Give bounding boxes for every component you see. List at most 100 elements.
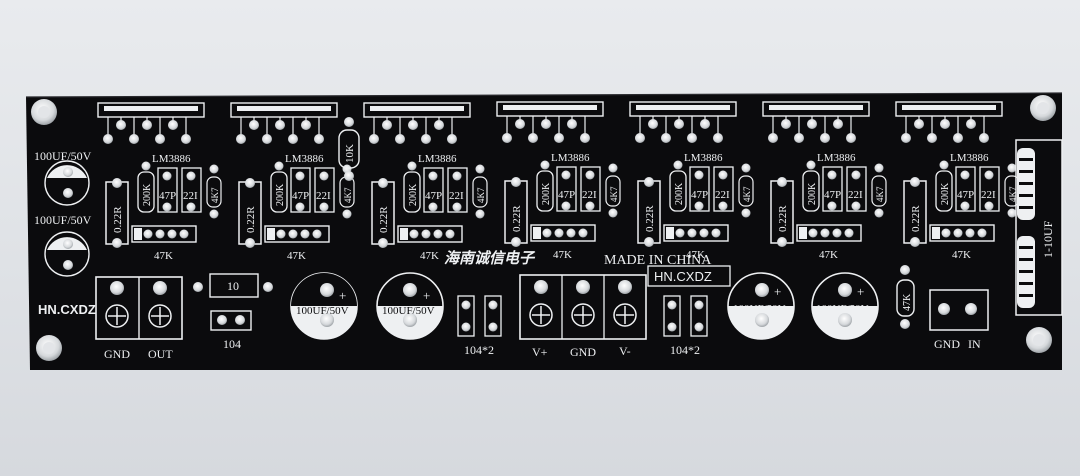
trimmer-outline (796, 224, 862, 242)
ic-tab (370, 106, 464, 111)
gain-resistor-label: 22I (981, 189, 996, 201)
output-terminal (95, 276, 183, 340)
trimmer-outline (264, 225, 330, 243)
trimmer-outline (530, 224, 596, 242)
left-cap-2: 100UF/50V (34, 213, 92, 277)
ic-label: LM3886 (684, 152, 723, 164)
bulk-cap-3: + 100UF/50V (727, 272, 795, 340)
comp-cap-pad (960, 201, 970, 211)
made-in-china-label: MADE IN CHINA (604, 253, 712, 268)
input-resistor: 47K (896, 265, 915, 329)
ic-pin-pad (288, 134, 298, 144)
ic-pin-pad (155, 134, 165, 144)
gain-resistor-label: 22I (183, 190, 198, 202)
bulk-cap-2: + 100UF/50V (376, 272, 444, 340)
ic-pin-pad (369, 134, 379, 144)
mounting-hole (31, 99, 57, 125)
ic-pin-pad (979, 133, 989, 143)
comp-cap-outline (689, 166, 710, 212)
feedback-resistor-pad (274, 161, 284, 171)
power-resistor-pad (644, 237, 654, 247)
side-resistor-label: 4K7 (1008, 186, 1018, 202)
ic-pin-pad (142, 120, 152, 130)
trimmer-pad (167, 229, 177, 239)
ic-outline (97, 102, 205, 118)
gain-resistor-label: 22I (316, 190, 331, 202)
trimmer-pad (312, 229, 322, 239)
side-resistor-pad (608, 208, 618, 218)
trimmer-outline (929, 224, 995, 242)
ic-pin-pad (181, 134, 191, 144)
ic-outline (230, 102, 338, 118)
power-terminal (519, 274, 647, 340)
feedback-resistor-label: 200K (142, 183, 153, 206)
trimmer-label: 47K (686, 249, 705, 261)
power-resistor-label: 0.22R (777, 205, 789, 232)
trimmer-label: 47K (553, 249, 572, 261)
trimmer-pad (578, 228, 588, 238)
bulk-cap-4-plus: + (857, 284, 864, 299)
feedback-resistor-outline (669, 170, 687, 212)
left-cap-1-label: 100UF/50V (34, 149, 92, 163)
comp-cap-pad (295, 171, 305, 181)
comp-cap-label: 47P (558, 189, 575, 201)
power-resistor-label: 0.22R (378, 206, 390, 233)
power-resistor-pad (777, 237, 787, 247)
trimmer-pad (808, 228, 818, 238)
ic-pin-pad (103, 134, 113, 144)
side-resistor-label: 4K7 (609, 186, 619, 202)
side-resistor-outline (871, 175, 887, 207)
comp-cap-label: 47P (824, 189, 841, 201)
right-film-cap-label: 1-10UF (1041, 220, 1055, 258)
ic-label: LM3886 (551, 152, 590, 164)
trimmer-pad (155, 229, 165, 239)
ic-pin-pad (301, 120, 311, 130)
ic-pin-pad (502, 133, 512, 143)
ic-pin-pad (914, 119, 924, 129)
gain-resistor-label: 22I (582, 189, 597, 201)
side-resistor-pad (1007, 208, 1017, 218)
power-vminus-label: V- (619, 344, 631, 358)
ic-pin-pad (768, 133, 778, 143)
trimmer-pad (953, 228, 963, 238)
gain-resistor-pad (186, 171, 196, 181)
feedback-resistor-outline (270, 171, 288, 213)
ic-pin-pad (953, 133, 963, 143)
trimmer-label: 47K (287, 250, 306, 262)
decoupling-caps-right: 104*2 (663, 295, 708, 357)
ic-pin-pad (421, 134, 431, 144)
power-resistor-label: 0.22R (245, 206, 257, 233)
comp-cap-pad (960, 170, 970, 180)
side-resistor-pad (1007, 163, 1017, 173)
comp-cap-pad (827, 201, 837, 211)
output-resistor-label: 10 (227, 279, 239, 293)
side-resistor-label: 4K7 (476, 187, 486, 203)
ic-tab (237, 106, 331, 111)
trimmer-pad (276, 229, 286, 239)
comp-cap-pad (827, 170, 837, 180)
side-resistor-pad (741, 163, 751, 173)
power-resistor-pad (245, 238, 255, 248)
resistor-10k-label: 10K (344, 144, 356, 163)
comp-cap-pad (561, 170, 571, 180)
trimmer-pad (832, 228, 842, 238)
trimmer-label: 47K (819, 249, 838, 261)
ic-outline (496, 101, 604, 117)
side-resistor-label: 4K7 (875, 186, 885, 202)
comp-cap-pad (295, 202, 305, 212)
ic-pin-pad (249, 120, 259, 130)
side-resistor-pad (475, 209, 485, 219)
trimmer-pad (542, 228, 552, 238)
comp-cap-pad (162, 202, 172, 212)
gain-resistor-pad (984, 201, 994, 211)
power-resistor-pad (112, 238, 122, 248)
ic-outline (895, 101, 1003, 117)
ic-pin-pad (794, 133, 804, 143)
power-resistor-pad (511, 177, 521, 187)
power-gnd-label: GND (570, 345, 596, 359)
power-resistor-pad (511, 237, 521, 247)
gain-resistor-label: 22I (715, 189, 730, 201)
